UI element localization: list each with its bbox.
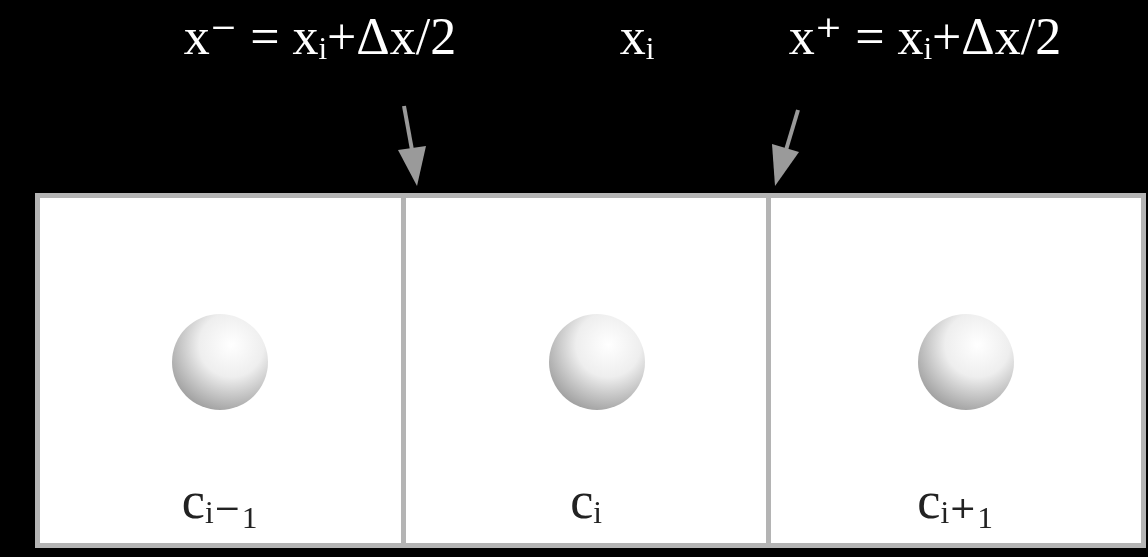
position-label: x⁻ = xᵢ+Δx/2 [184,8,457,65]
grid-cell: cᵢ₊₁ [766,193,1146,548]
arrow-head [398,146,426,186]
grid-cell: cᵢ [401,193,771,548]
cell-label: cᵢ₊₁ [771,472,1141,529]
cell-ground [37,195,1143,545]
pointer-line [404,106,412,150]
arrow-head [772,144,799,186]
position-label: xᵢ [620,8,655,65]
cell-label: cᵢ [406,472,766,529]
grid-cell: cᵢ₋₁ [35,193,406,548]
sphere [918,314,1014,410]
sphere [549,314,645,410]
cell-label: cᵢ₋₁ [40,472,401,529]
sphere [172,314,268,410]
position-label: x⁺ = xᵢ+Δx/2 [789,8,1062,65]
pointer-line [786,110,798,150]
